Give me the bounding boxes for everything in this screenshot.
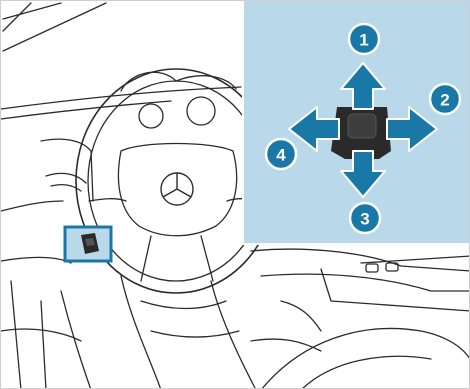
badge-4-label: 4: [276, 146, 286, 165]
badge-3-label: 3: [360, 210, 369, 229]
badge-4: 4: [266, 139, 296, 169]
badge-2: 2: [430, 84, 460, 114]
joystick-location-highlight: [65, 227, 111, 261]
brand-star-emblem: [161, 173, 193, 205]
badge-3: 3: [350, 203, 380, 233]
badge-2-label: 2: [440, 91, 449, 110]
badge-1: 1: [349, 24, 379, 54]
badge-1-label: 1: [359, 31, 368, 50]
